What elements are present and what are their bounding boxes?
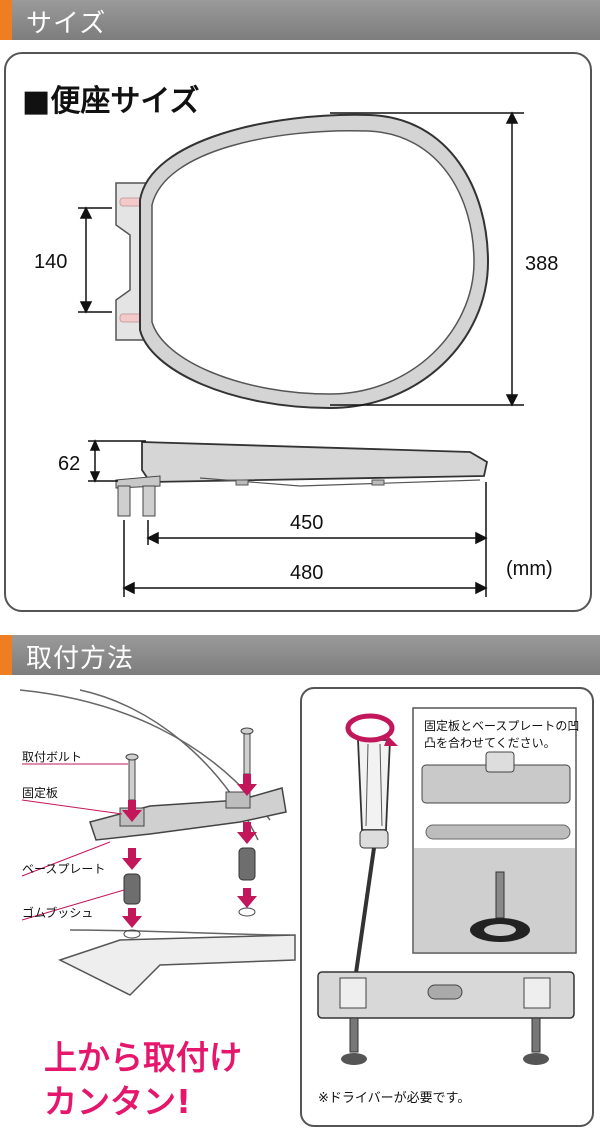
seat-size-drawing: [78, 111, 524, 597]
callout-bolt: 取付ボルト: [22, 750, 83, 764]
mount-hole: [123, 929, 141, 939]
section-title-size: サイズ: [26, 9, 107, 39]
callout-rubber-bush: ゴムブッシュ: [22, 906, 94, 920]
header-accent-bar: [0, 0, 12, 40]
seat-size-title: ■便座サイズ: [22, 84, 200, 119]
mount-hole: [238, 907, 256, 917]
callout-base-plate: ベースプレート: [22, 862, 106, 876]
header-accent-bar: [0, 635, 12, 675]
dim-label-height: 62: [58, 453, 81, 475]
promo-line-1: 上から取付け: [44, 1038, 242, 1077]
section-header-install: 取付方法: [0, 635, 600, 675]
align-note: 固定板とベースプレートの凹凸を合わせてください。: [424, 719, 580, 750]
plate-assembly: [317, 971, 575, 1065]
dim-unit-label: (mm): [506, 558, 553, 580]
seat-top-view: [115, 113, 490, 410]
down-arrow: [122, 774, 257, 928]
dim-line-388: [330, 111, 524, 407]
dim-label-width-inner: 450: [290, 512, 324, 534]
dim-line-450: [146, 482, 488, 597]
dim-line-140: [78, 206, 112, 314]
driver-required-note: ※ドライバーが必要です。: [318, 1091, 471, 1106]
promo-text: 上から取付け カンタン!: [44, 1036, 242, 1124]
dim-label-width-outer: 480: [290, 562, 324, 584]
dim-label-hinge-spacing: 140: [34, 251, 68, 273]
inset-detail: [412, 707, 577, 954]
rotate-arrow-icon: [345, 713, 398, 746]
seat-side-view: [115, 441, 489, 517]
section-title-install: 取付方法: [26, 644, 135, 674]
promo-line-2: カンタン!: [44, 1082, 192, 1121]
callout-fixing-plate: 固定板: [22, 786, 59, 800]
screwdriver-icon: [353, 739, 391, 981]
dim-line-62: [88, 439, 146, 483]
rubber-bush: [123, 847, 256, 905]
dim-label-length: 388: [525, 253, 559, 275]
section-header-size: サイズ: [0, 0, 600, 40]
callout-leader-lines: [21, 763, 128, 921]
dim-line-480: [122, 520, 488, 597]
